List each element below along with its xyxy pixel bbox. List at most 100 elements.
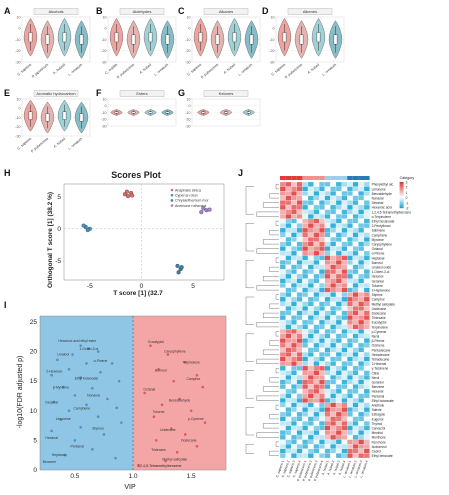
heatmap-cell (319, 246, 325, 252)
heatmap-cell (352, 398, 359, 403)
heatmap-cell (307, 347, 314, 353)
heatmap-cell (302, 430, 309, 436)
heatmap-cell (302, 195, 309, 201)
heatmap-cell (319, 250, 325, 256)
heatmap-cell (352, 444, 359, 449)
heatmap-cell (363, 227, 370, 233)
violin-ytick: 0 (19, 27, 21, 31)
heatmap-cell (285, 214, 292, 219)
heatmap-cell (363, 218, 370, 224)
heatmap-cell (347, 407, 353, 413)
heatmap-cell (352, 384, 359, 390)
heatmap-cell (291, 250, 297, 256)
heatmap-cell (319, 319, 325, 325)
heatmap-cell (341, 186, 348, 192)
heatmap-cell (296, 338, 303, 344)
heatmap-cell (302, 204, 309, 210)
heatmap-cell (363, 352, 370, 357)
heatmap-cell (313, 214, 320, 219)
heatmap-cell (279, 375, 286, 380)
heatmap-cell (335, 287, 342, 293)
vip-point (117, 379, 121, 383)
heatmap-cell (341, 214, 348, 219)
violin-title-box (203, 90, 249, 97)
heatmap-row-label: Neral (372, 334, 380, 338)
heatmap-row-label: Nerol (372, 376, 380, 380)
heatmap-cell (335, 195, 342, 201)
heatmap-cell (296, 361, 303, 367)
scores-xtick: -5 (87, 283, 93, 290)
heatmap-cell (341, 260, 348, 265)
heatmap-cell (279, 407, 286, 413)
heatmap-cell (285, 227, 292, 233)
heatmap-cell (279, 388, 286, 394)
heatmap-dendrogram-branch (275, 368, 279, 374)
heatmap-dendrogram-branch (256, 248, 279, 254)
heatmap-cell (352, 416, 359, 422)
violin-box (201, 111, 206, 114)
heatmap-cell (302, 416, 309, 422)
heatmap-cell (313, 283, 320, 288)
heatmap-cell (302, 223, 309, 229)
heatmap-cell (291, 255, 297, 261)
heatmap-cell (279, 237, 286, 242)
heatmap-cell (347, 292, 353, 298)
heatmap-cell (330, 398, 337, 403)
heatmap-category-cell (296, 176, 303, 180)
vip-point-label: Nonanal (87, 394, 100, 398)
violin-category-label: P. pubescens (116, 63, 135, 80)
heatmap-legend-swatch (399, 191, 404, 193)
heatmap-cell (302, 232, 309, 238)
scores-point (201, 206, 206, 211)
violin-ytick: 0 (273, 27, 275, 31)
heatmap-row-label: Citral (372, 371, 380, 375)
heatmap-cell (358, 200, 365, 206)
heatmap-legend-swatch (399, 188, 404, 190)
heatmap-cell (330, 315, 337, 321)
heatmap-cell (279, 306, 286, 311)
heatmap-cell (347, 200, 353, 206)
heatmap-cell (335, 379, 342, 385)
vip-point-label: Camphene (74, 407, 91, 411)
heatmap-legend-swatch (399, 198, 404, 201)
heatmap-cell (358, 273, 365, 279)
heatmap-cell (307, 338, 314, 344)
heatmap-cell (363, 342, 370, 348)
violin-box (224, 111, 228, 114)
heatmap-cell (363, 181, 370, 187)
heatmap-cell (296, 384, 303, 390)
heatmap-dendrogram-trunk (245, 444, 254, 454)
heatmap-cell (279, 347, 286, 353)
heatmap-cell (279, 227, 286, 233)
heatmap-cell (363, 191, 370, 196)
violin-box (282, 32, 287, 43)
heatmap-dendrogram-branch (275, 404, 279, 410)
heatmap-dendrogram-branch (263, 349, 279, 355)
heatmap-cell (313, 365, 320, 371)
heatmap-legend-swatch (399, 195, 404, 197)
violin-title: Aldehydes (133, 9, 152, 14)
violin-title-box (203, 8, 249, 15)
heatmap-cell (319, 278, 325, 284)
heatmap-cell (307, 191, 314, 196)
heatmap-row-label: Heptanal (372, 256, 385, 260)
heatmap-cell (347, 370, 353, 376)
heatmap-cell (307, 388, 314, 394)
heatmap-row-label: Octanal (372, 247, 383, 251)
heatmap-row-label: Benzene (372, 385, 385, 389)
heatmap-category-cell (358, 176, 364, 180)
heatmap-dendrogram-branch (269, 340, 279, 346)
heatmap-cell (352, 191, 359, 196)
heatmap-cell (330, 421, 337, 426)
heatmap-cell (302, 324, 309, 330)
heatmap-cell (335, 186, 342, 192)
vip-point (184, 433, 187, 436)
vip-point (137, 463, 141, 467)
scores-plot: Scores Plot Orthogonal T score [1] (38.2… (47, 170, 225, 297)
heatmap-cell (330, 209, 337, 215)
heatmap-cell (335, 375, 342, 380)
heatmap-cell (363, 214, 370, 219)
heatmap-column-label: C. sapiens 1 (275, 460, 285, 478)
heatmap-cell (319, 393, 325, 399)
heatmap-cell (341, 444, 348, 449)
